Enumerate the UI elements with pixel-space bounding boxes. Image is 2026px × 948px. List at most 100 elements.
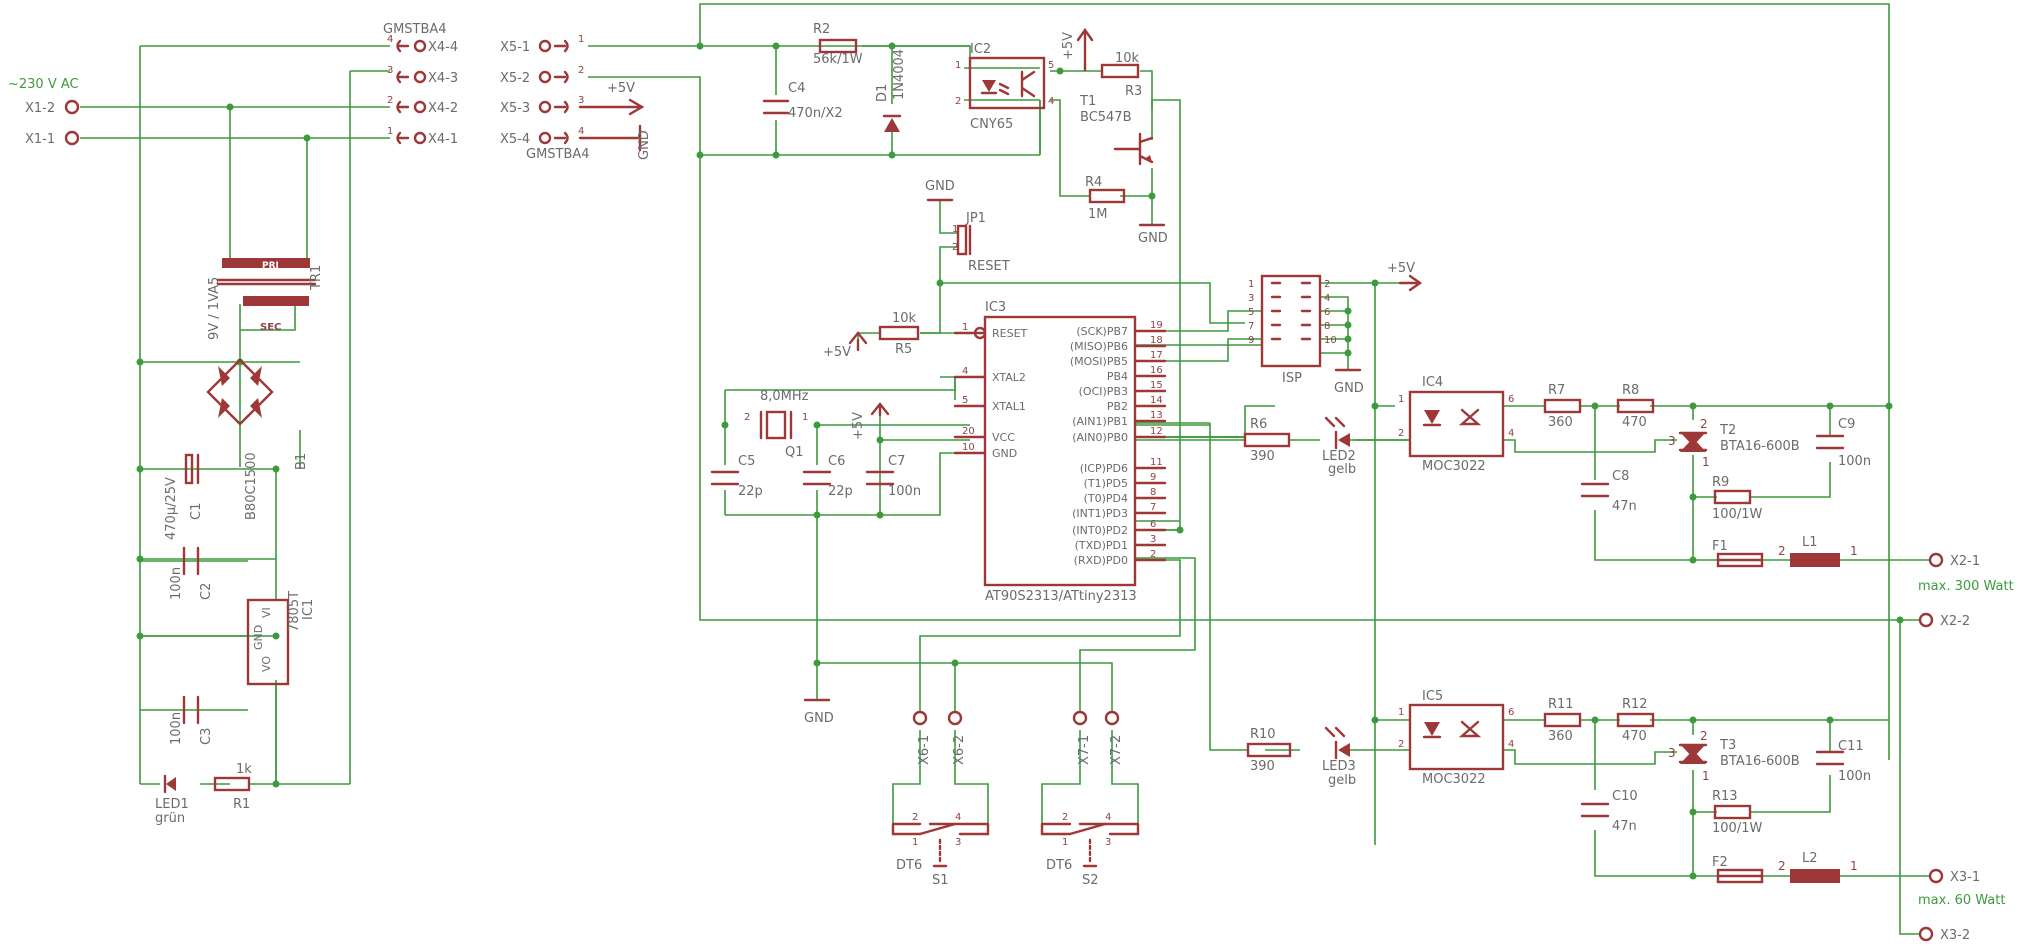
- led2-value: gelb: [1328, 462, 1356, 477]
- terminal-x1-1[interactable]: [64, 130, 80, 146]
- c9-name: C9: [1838, 417, 1855, 432]
- connector-x6: X6-1 X6-2: [912, 710, 967, 765]
- resistor-r13: R13 100/1W: [1712, 789, 1762, 836]
- d1-name: D1: [875, 84, 890, 102]
- svg-text:3: 3: [1668, 434, 1676, 448]
- r6-value: 390: [1250, 449, 1275, 464]
- ic3-left-pin-number: 10: [962, 442, 975, 453]
- terminal-x2-2[interactable]: [1918, 612, 1934, 628]
- x2-note: max. 300 Watt: [1918, 579, 2014, 594]
- x1-1-label: X1-1: [25, 132, 55, 147]
- wires: [80, 3, 1930, 935]
- isp-pin-number: 7: [1248, 321, 1254, 332]
- switch-s1[interactable]: 2 4 1 3 DT6 S1: [891, 812, 990, 888]
- regulator-ic1: VI GND VO IC1 7805T: [246, 591, 316, 686]
- capacitor-c10: C10 47n: [1580, 789, 1638, 834]
- led3-value: gelb: [1328, 773, 1356, 788]
- terminal-x3-1[interactable]: [1928, 868, 1944, 884]
- svg-text:1: 1: [1702, 455, 1710, 469]
- svg-text:3: 3: [955, 837, 961, 848]
- transformer-tr1: PRI SEC TR1 9V / 1VA5: [207, 258, 324, 340]
- x5-4-label: X5-4: [500, 132, 530, 147]
- x6-1-label: X6-1: [917, 735, 932, 765]
- ic3-right-pin-number: 19: [1150, 320, 1163, 331]
- x2-2-label: X2-2: [1940, 614, 1970, 629]
- gnd-label-isp: GND: [1334, 381, 1364, 396]
- svg-text:2: 2: [1778, 544, 1786, 558]
- ic3-left-pin-label: GND: [992, 447, 1017, 460]
- terminal-x7-2[interactable]: [1104, 710, 1120, 726]
- t3-value: BTA16-600B: [1720, 754, 1800, 769]
- isp-pin-number: 8: [1324, 321, 1330, 332]
- x6-2-label: X6-2: [952, 735, 967, 765]
- terminal-x2-1[interactable]: [1928, 552, 1944, 568]
- ic1-vo: VO: [260, 656, 273, 672]
- r13-value: 100/1W: [1712, 821, 1762, 836]
- switch-s2[interactable]: 2 4 1 3 DT6 S2: [1040, 812, 1140, 888]
- diode-d1: D1 1N4004: [875, 49, 907, 132]
- gnd-label-mcu: GND: [804, 711, 834, 726]
- c4-name: C4: [788, 81, 805, 96]
- ic1-name: IC1: [301, 599, 316, 620]
- capacitor-c5: C5 22p: [710, 454, 763, 499]
- s2-value: DT6: [1046, 858, 1072, 873]
- ic5-value: MOC3022: [1422, 772, 1486, 787]
- capacitor-c11: C11 100n: [1815, 739, 1871, 784]
- svg-text:1: 1: [1398, 707, 1404, 718]
- f1-name: F1: [1712, 539, 1728, 554]
- ic3-right-pin-number: 16: [1150, 365, 1163, 376]
- x3-2-label: X3-2: [1940, 928, 1970, 943]
- vcc-symbol-isp: +5V: [1387, 261, 1423, 292]
- terminal-x6-2[interactable]: [947, 710, 963, 726]
- x5-1-label: X5-1: [500, 40, 530, 55]
- inductor-l1: 2 1 L1: [1778, 535, 1858, 567]
- ic3-right-pin-label: (INT0)PD2: [1072, 524, 1128, 537]
- vcc-label-isp: +5V: [1387, 261, 1415, 276]
- ic3-right-pin-label: (AIN0)PB0: [1072, 431, 1128, 444]
- svg-text:2: 2: [578, 65, 584, 76]
- capacitor-c9: C9 100n: [1815, 417, 1871, 469]
- x4-4-label: X4-4: [428, 40, 458, 55]
- svg-text:2: 2: [955, 96, 961, 107]
- vcc-symbol-ic2: +5V: [1061, 27, 1094, 72]
- r7-name: R7: [1548, 383, 1565, 398]
- svg-text:1: 1: [1398, 394, 1404, 405]
- resistor-r7: R7 360: [1543, 383, 1582, 430]
- c6-name: C6: [828, 454, 845, 469]
- s1-value: DT6: [896, 858, 922, 873]
- c10-value: 47n: [1612, 819, 1637, 834]
- svg-text:1: 1: [955, 60, 961, 71]
- terminal-x7-1[interactable]: [1072, 710, 1088, 726]
- svg-text:2: 2: [1778, 859, 1786, 873]
- vcc-symbol-reset: +5V: [823, 331, 868, 360]
- gnd-label-t1: GND: [1138, 231, 1168, 246]
- optotriac-ic4: 12 64 IC4 MOC3022: [1398, 375, 1514, 474]
- vcc-symbol-mcu: +5V: [851, 402, 890, 440]
- svg-text:2: 2: [1398, 739, 1404, 750]
- r9-value: 100/1W: [1712, 507, 1762, 522]
- svg-text:3: 3: [1668, 746, 1676, 760]
- terminal-x1-2[interactable]: [64, 99, 80, 115]
- output-x3: X3-1 X3-2 max. 60 Watt: [1918, 868, 2005, 943]
- r4-value: 1M: [1088, 207, 1108, 222]
- fuse-f2: F2: [1712, 855, 1764, 884]
- terminal-x3-2[interactable]: [1918, 926, 1934, 942]
- ic3-left-pin-label: RESET: [992, 327, 1028, 340]
- junctions: [136, 42, 1904, 880]
- x5-2-label: X5-2: [500, 71, 530, 86]
- ic3-right-pin-label: (MOSI)PB5: [1070, 355, 1128, 368]
- c5-value: 22p: [738, 484, 763, 499]
- ic3-left-pin-label: VCC: [992, 431, 1015, 444]
- r8-name: R8: [1622, 383, 1639, 398]
- ic3-left-pin-number: 4: [962, 366, 968, 377]
- optotriac-ic5: 12 64 IC5 MOC3022: [1398, 689, 1514, 787]
- c11-value: 100n: [1838, 769, 1871, 784]
- jumper-jp1[interactable]: GND 1 2 JP1 RESET: [925, 179, 1010, 274]
- r9-name: R9: [1712, 475, 1729, 490]
- capacitor-c4: C4 470n/X2: [762, 81, 843, 121]
- terminal-x6-1[interactable]: [912, 710, 928, 726]
- c8-name: C8: [1612, 469, 1629, 484]
- ic3-value: AT90S2313/ATtiny2313: [985, 589, 1137, 604]
- ic3-right-pin-number: 3: [1150, 534, 1156, 545]
